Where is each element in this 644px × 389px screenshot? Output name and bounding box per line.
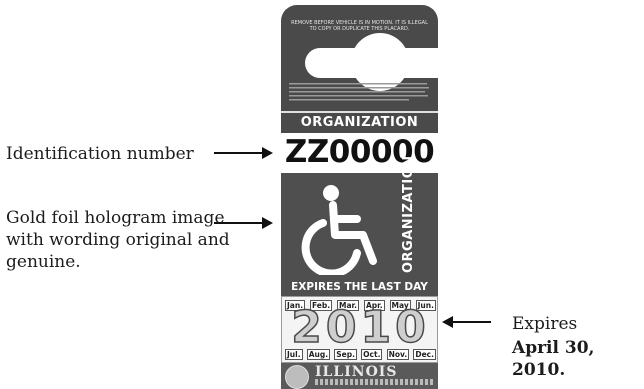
identification-number-label: Identification number: [6, 144, 194, 164]
month-feb: Feb.: [309, 300, 333, 311]
placard-fine-print: [289, 82, 430, 106]
month-oct: Oct.: [361, 349, 383, 360]
month-aug: Aug.: [306, 349, 331, 360]
wheelchair-icon: [301, 185, 377, 275]
placard-id-number: ZZ00000: [284, 134, 435, 170]
month-apr: Apr.: [363, 300, 385, 311]
expires-date: April 30, 2010.: [512, 338, 595, 380]
hook-slot: [305, 48, 445, 78]
months-row-1: Jan. Feb. Mar. Apr. May Jun.: [285, 300, 436, 311]
organization-vertical-text: ORGANIZATION: [401, 155, 416, 273]
month-sep: Sep.: [334, 349, 357, 360]
hologram-arrow: [214, 217, 273, 229]
state-seal-icon: [285, 365, 309, 389]
organization-bar: ORGANIZATION: [281, 111, 438, 133]
month-jun: Jun.: [415, 300, 436, 311]
month-dec: Dec.: [413, 349, 436, 360]
state-seal-strip: ILLINOIS: [281, 363, 438, 389]
expiration-year: 2010: [291, 302, 430, 353]
expires-arrow: [442, 316, 491, 328]
month-nov: Nov.: [386, 349, 410, 360]
id-arrow: [214, 147, 273, 159]
placard-warning-text: REMOVE BEFORE VEHICLE IS IN MOTION. IT I…: [291, 20, 428, 32]
month-may: May: [389, 300, 411, 311]
month-jul: Jul.: [285, 349, 303, 360]
state-fine-print: [315, 379, 433, 385]
hologram-panel: ORGANIZATION EXPIRES THE LAST DAY OF:: [281, 155, 438, 311]
month-mar: Mar.: [337, 300, 360, 311]
state-name: ILLINOIS: [315, 364, 398, 380]
hologram-label: Gold foil hologram image with wording or…: [6, 208, 230, 272]
expiration-month-grid: Jan. Feb. Mar. Apr. May Jun. 2010 Jul. A…: [281, 296, 438, 363]
placard-hanger: REMOVE BEFORE VEHICLE IS IN MOTION. IT I…: [281, 5, 445, 133]
parking-placard: REMOVE BEFORE VEHICLE IS IN MOTION. IT I…: [281, 5, 445, 389]
expires-last-day-text: EXPIRES THE LAST DAY OF:: [291, 281, 428, 311]
fine-print-lines: [289, 83, 429, 101]
months-row-2: Jul. Aug. Sep. Oct. Nov. Dec.: [285, 349, 436, 360]
expires-title: Expires: [512, 314, 578, 334]
month-jan: Jan.: [285, 300, 306, 311]
